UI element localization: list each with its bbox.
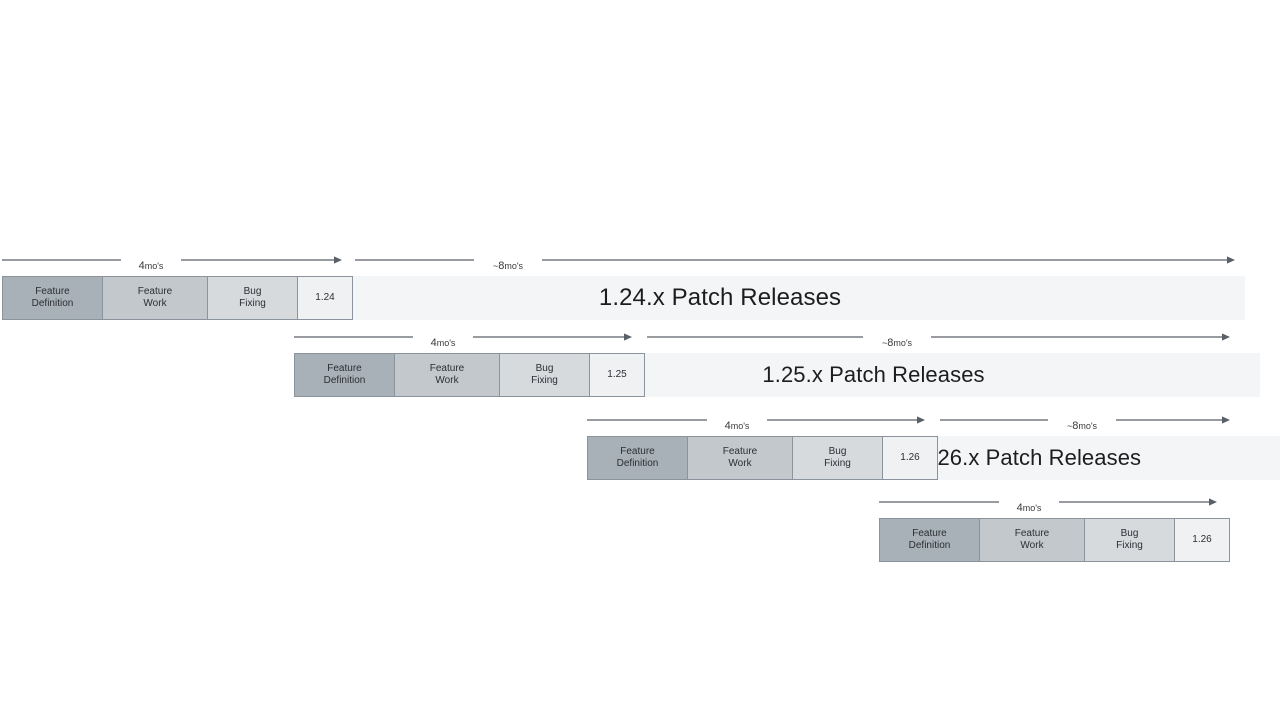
- phase-label-line: Feature: [912, 527, 947, 539]
- phase-label-line: Fixing: [824, 458, 851, 469]
- patch-cycle-duration-label: ~8mo's: [1064, 416, 1100, 434]
- dev-cycle-duration-label: 4mo's: [1014, 498, 1045, 516]
- phase-label-line: Feature: [722, 445, 758, 457]
- arrow-line-icon: [940, 416, 1230, 424]
- phase-label-line: Definition: [616, 458, 659, 469]
- dev-cycle-duration-label: 4mo's: [428, 333, 459, 351]
- duration-number: 8: [1072, 420, 1079, 432]
- phase-label-line: Feature: [1014, 527, 1050, 539]
- phase-label-line: Bug: [243, 285, 262, 297]
- arrow-line-icon: [879, 498, 1217, 506]
- version-milestone-box: 1.26: [883, 437, 937, 479]
- arrow-line-icon: [647, 333, 1230, 341]
- duration-unit: mo's: [730, 421, 750, 431]
- phase-label-line: Fixing: [1116, 540, 1143, 551]
- duration-number: 8: [887, 337, 894, 349]
- arrow-line-icon: [587, 416, 925, 424]
- duration-number: 4: [430, 337, 437, 349]
- duration-approx-symbol: ~: [1066, 421, 1073, 431]
- dev-cycle-duration-arrow: 4mo's: [2, 252, 342, 272]
- phase-label-line: Feature: [137, 285, 173, 297]
- dev-cycle-duration-arrow: 4mo's: [587, 412, 925, 432]
- dev-cycle-duration-arrow: 4mo's: [879, 494, 1217, 514]
- duration-unit: mo's: [1022, 503, 1042, 513]
- phase-label-line: Feature: [35, 285, 70, 297]
- version-milestone-box: 1.24: [298, 277, 352, 319]
- version-number-label: 1.26: [900, 451, 920, 463]
- duration-number: 4: [1016, 502, 1023, 514]
- patch-cycle-duration-label: ~8mo's: [490, 256, 526, 274]
- phase-label-line: Definition: [323, 375, 366, 386]
- phase-label-line: Work: [143, 298, 167, 309]
- duration-number: 8: [498, 260, 505, 272]
- duration-unit: mo's: [893, 338, 913, 348]
- phase-label-line: Feature: [620, 445, 655, 457]
- phase-label-line: Work: [1020, 540, 1044, 551]
- dev-cycle-duration-label: 4mo's: [722, 416, 753, 434]
- version-milestone-box: 1.25: [590, 354, 644, 396]
- phase-label-line: Fixing: [239, 298, 266, 309]
- arrow-line-icon: [2, 256, 342, 264]
- patch-cycle-duration-arrow: ~8mo's: [647, 329, 1230, 349]
- phase-label-line: Definition: [31, 298, 74, 309]
- version-number-label: 1.25: [607, 368, 627, 380]
- duration-approx-symbol: ~: [492, 261, 499, 271]
- duration-number: 4: [724, 420, 731, 432]
- patch-release-label: 1.25.x Patch Releases: [762, 362, 985, 387]
- patch-cycle-duration-arrow: ~8mo's: [940, 412, 1230, 432]
- patch-release-label: 1.26.x Patch Releases: [918, 445, 1142, 470]
- duration-approx-symbol: ~: [881, 338, 888, 348]
- duration-unit: mo's: [504, 261, 524, 271]
- arrow-line-icon: [294, 333, 632, 341]
- version-number-label: 1.24: [315, 291, 335, 303]
- patch-cycle-duration-label: ~8mo's: [879, 333, 915, 351]
- version-milestone-box: 1.26: [1175, 519, 1229, 561]
- phase-label-line: Feature: [327, 362, 362, 374]
- phase-label-line: Fixing: [531, 375, 558, 386]
- phase-label-line: Bug: [828, 445, 847, 457]
- phase-label-line: Bug: [1120, 527, 1139, 539]
- duration-number: 4: [138, 260, 145, 272]
- phase-label-line: Work: [728, 458, 752, 469]
- phase-label-line: Feature: [429, 362, 465, 374]
- patch-cycle-duration-arrow: ~8mo's: [355, 252, 1235, 272]
- version-number-label: 1.26: [1192, 533, 1212, 545]
- dev-cycle-duration-arrow: 4mo's: [294, 329, 632, 349]
- dev-cycle-duration-label: 4mo's: [136, 256, 167, 274]
- duration-unit: mo's: [1078, 421, 1098, 431]
- phase-label-line: Definition: [908, 540, 951, 551]
- phase-label-line: Bug: [535, 362, 554, 374]
- phase-label-line: Work: [435, 375, 459, 386]
- patch-release-label: 1.24.x Patch Releases: [598, 284, 842, 311]
- duration-unit: mo's: [436, 338, 456, 348]
- arrow-line-icon: [355, 256, 1235, 264]
- duration-unit: mo's: [144, 261, 164, 271]
